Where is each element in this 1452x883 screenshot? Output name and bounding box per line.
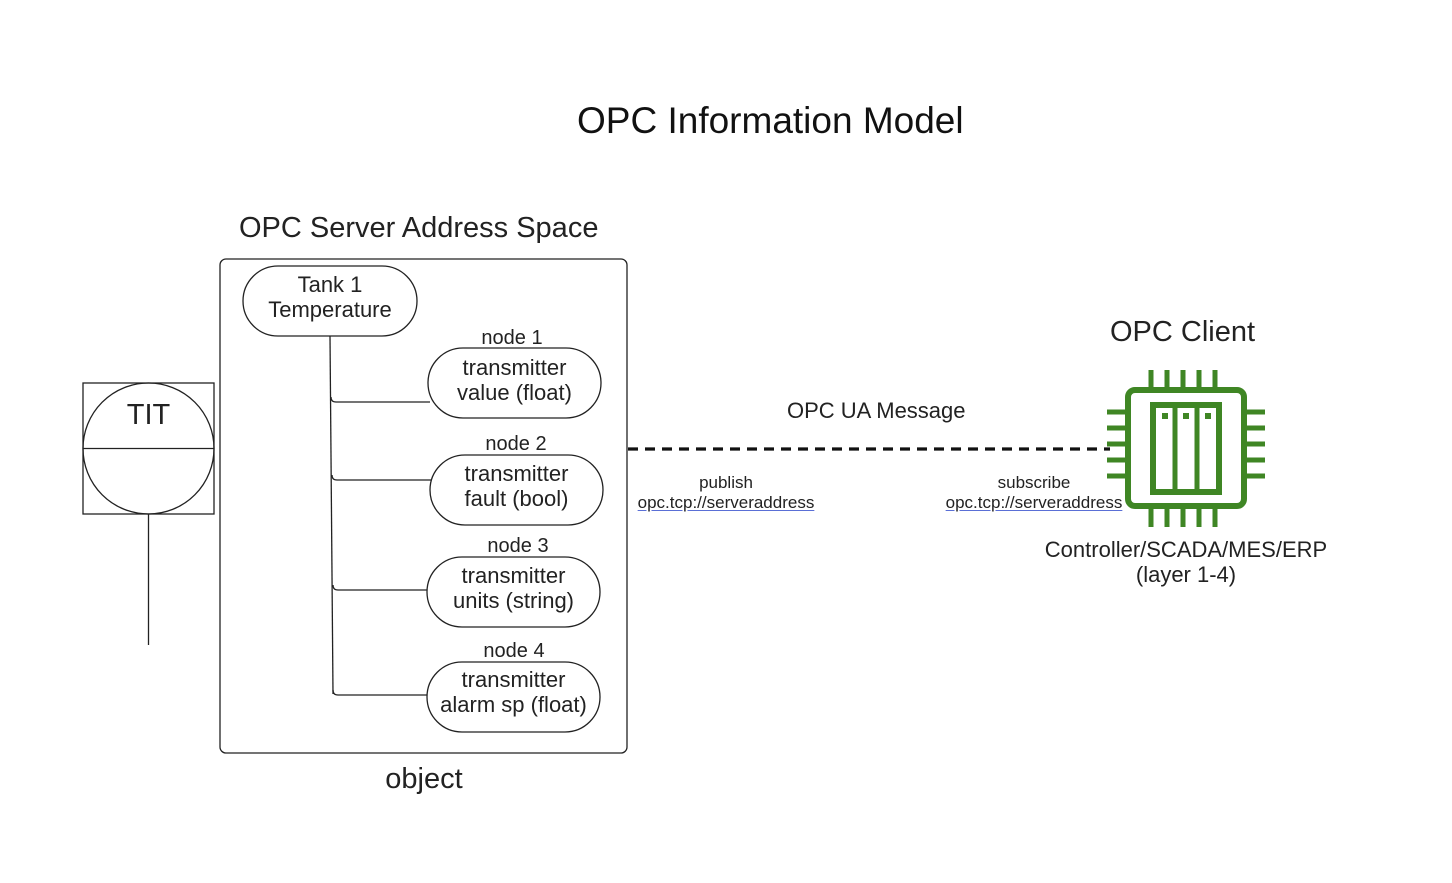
client-caption-line-2: (layer 1-4) — [1135, 562, 1237, 588]
root-node-line-1: Tank 1 — [297, 272, 363, 297]
node-1-line-2: value (float) — [457, 380, 572, 406]
tree-connectors — [329, 335, 431, 696]
publish-url-link[interactable]: opc.tcp://serveraddress — [637, 492, 815, 512]
client-caption-line-1: Controller/SCADA/MES/ERP — [1044, 537, 1328, 562]
branch-node-2 — [331, 474, 431, 481]
branch-node-4 — [332, 689, 428, 696]
tree-trunk — [329, 335, 334, 695]
server-address-space-box — [219, 258, 628, 754]
root-node-pill — [242, 265, 418, 337]
node-3-text: transmitter units (string) — [427, 563, 600, 614]
node-2-pill — [429, 454, 604, 526]
node-1-text: transmitter value (float) — [428, 355, 601, 406]
node-3-label: node 3 — [487, 535, 549, 557]
page-title: OPC Information Model — [577, 100, 964, 141]
publish-label-group: publish opc.tcp://serveraddress — [626, 473, 826, 512]
processor-chip-icon — [1107, 370, 1265, 527]
node-2-label: node 2 — [485, 433, 547, 455]
node-2-text: transmitter fault (bool) — [430, 461, 603, 512]
instrument-tag: TIT — [126, 399, 171, 431]
node-1-label: node 1 — [481, 327, 543, 349]
node-4-line-2: alarm sp (float) — [440, 692, 587, 718]
instrument-symbol — [82, 382, 215, 645]
node-4-label: node 4 — [483, 640, 545, 662]
root-node-text: Tank 1 Temperature — [243, 272, 417, 323]
subscribe-label-group: subscribe opc.tcp://serveraddress — [934, 473, 1134, 512]
node-4-pill — [426, 661, 601, 733]
subscribe-url-link[interactable]: opc.tcp://serveraddress — [945, 492, 1123, 512]
node-3-line-1: transmitter — [461, 563, 566, 588]
node-1-line-1: transmitter — [462, 355, 567, 380]
opc-client-title: OPC Client — [1110, 316, 1256, 348]
root-node-line-2: Temperature — [268, 297, 392, 323]
node-3-line-2: units (string) — [452, 588, 575, 614]
node-4-line-1: transmitter — [461, 667, 566, 692]
node-4-text: transmitter alarm sp (float) — [427, 667, 600, 718]
server-address-space-title: OPC Server Address Space — [239, 212, 599, 244]
branch-node-3 — [332, 584, 428, 591]
node-2-line-2: fault (bool) — [464, 486, 569, 512]
node-3-pill — [426, 556, 601, 628]
branch-node-1 — [330, 396, 430, 403]
node-2-line-1: transmitter — [464, 461, 569, 486]
object-caption: object — [385, 763, 463, 795]
node-1-pill — [427, 347, 602, 419]
publish-label: publish — [699, 473, 753, 492]
opc-ua-message-label: OPC UA Message — [787, 398, 966, 423]
client-caption: Controller/SCADA/MES/ERP (layer 1-4) — [1026, 537, 1346, 588]
subscribe-label: subscribe — [997, 473, 1071, 492]
